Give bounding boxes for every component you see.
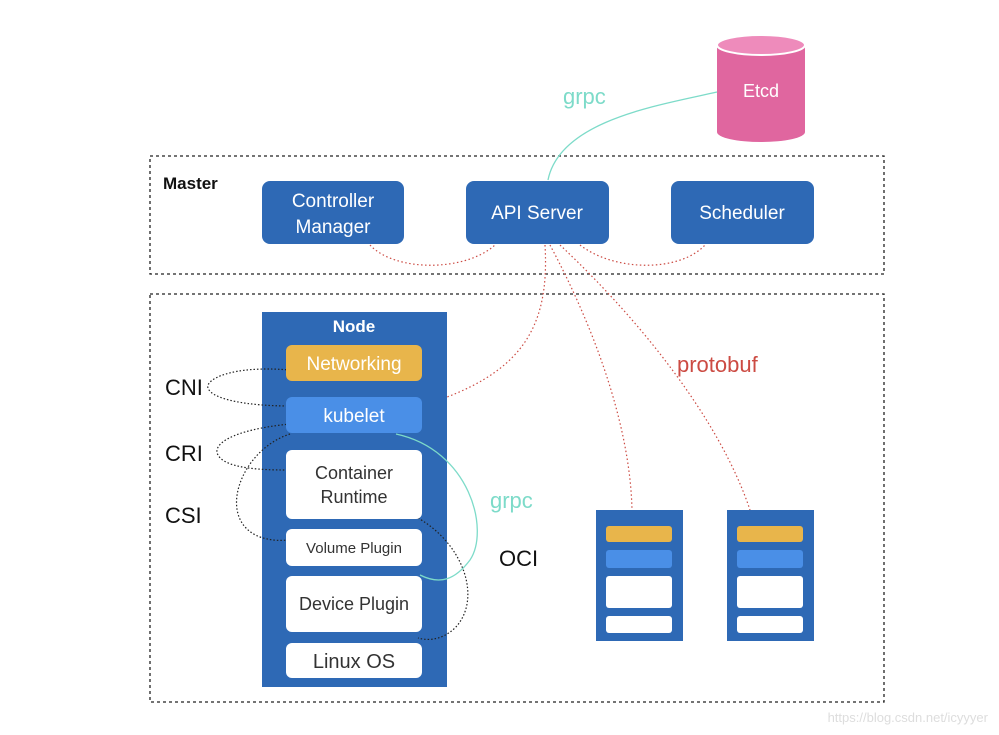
master-section <box>149 155 885 275</box>
worker-1-slot-white-large <box>606 576 672 608</box>
volume-plugin-box: Volume Plugin <box>286 529 422 566</box>
worker-1-slot-yellow <box>606 526 672 542</box>
volume-plugin-label: Volume Plugin <box>306 540 402 557</box>
watermark: https://blog.csdn.net/icyyyer <box>828 710 989 725</box>
cni-loop <box>207 368 291 407</box>
oci-label: OCI <box>499 546 538 571</box>
scheduler-api-connector <box>579 244 706 266</box>
cni-label: CNI <box>165 375 203 400</box>
controller-manager-line1: Controller <box>292 191 375 212</box>
worker-2-slot-white-small <box>737 616 803 633</box>
cri-label: CRI <box>165 441 203 466</box>
grpc-connector-etcd <box>547 91 718 181</box>
networking-box: Networking <box>286 345 422 381</box>
linux-os-label: Linux OS <box>313 651 395 673</box>
device-plugin-box: Device Plugin <box>286 576 422 632</box>
grpc-label-top: grpc <box>563 84 606 109</box>
protobuf-connector-kubelet <box>423 244 547 406</box>
worker-node-2 <box>727 510 814 641</box>
csi-loop <box>235 433 291 541</box>
master-title: Master <box>163 174 218 193</box>
container-runtime-line2: Runtime <box>320 487 387 507</box>
api-server-box: API Server <box>466 181 609 244</box>
csi-label: CSI <box>165 503 202 528</box>
protobuf-connector-worker-1 <box>549 244 633 511</box>
worker-1-slot-white-small <box>606 616 672 633</box>
worker-1-slot-blue <box>606 550 672 568</box>
cri-loop <box>216 423 291 471</box>
node-title: Node <box>333 317 376 336</box>
kubelet-label: kubelet <box>323 406 385 427</box>
grpc-label-node: grpc <box>490 488 533 513</box>
etcd-database: Etcd <box>716 34 806 142</box>
container-runtime-line1: Container <box>315 463 393 483</box>
node-section <box>149 293 885 703</box>
worker-2-slot-white-large <box>737 576 803 608</box>
scheduler-box: Scheduler <box>671 181 814 244</box>
controller-manager-box: Controller Manager <box>262 181 404 244</box>
etcd-label: Etcd <box>743 81 779 101</box>
protobuf-connector-worker-2 <box>559 244 751 511</box>
protobuf-label: protobuf <box>677 352 759 377</box>
worker-2-slot-blue <box>737 550 803 568</box>
controller-api-connector <box>369 244 496 266</box>
linux-os-box: Linux OS <box>286 643 422 678</box>
api-server-label: API Server <box>491 203 584 224</box>
worker-2-slot-yellow <box>737 526 803 542</box>
networking-label: Networking <box>306 354 401 375</box>
worker-node-1 <box>596 510 683 641</box>
container-runtime-box: Container Runtime <box>286 450 422 519</box>
controller-manager-line2: Manager <box>296 217 372 238</box>
kubelet-box: kubelet <box>286 397 422 433</box>
scheduler-label: Scheduler <box>699 203 785 224</box>
grpc-connector-device-plugin <box>395 433 478 581</box>
device-plugin-label: Device Plugin <box>299 594 409 614</box>
